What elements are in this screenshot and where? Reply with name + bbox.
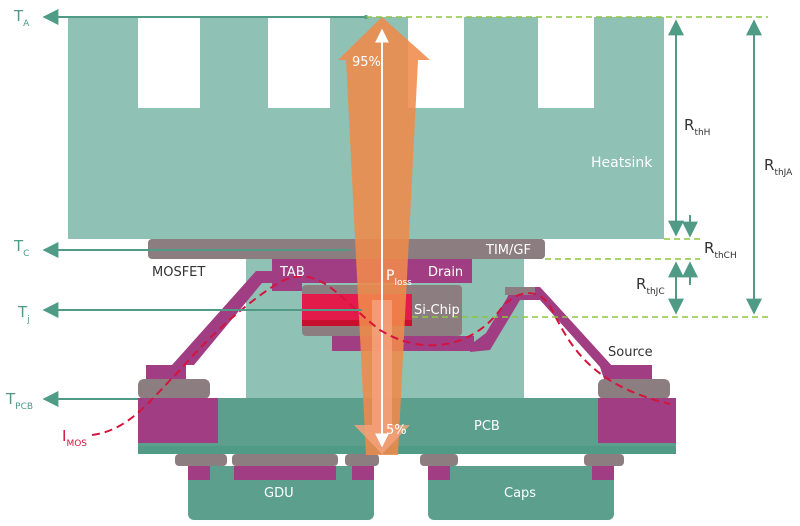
si-chip-edge xyxy=(302,320,412,326)
gdu-pad-3 xyxy=(345,454,379,466)
label-tab: TAB xyxy=(279,265,305,280)
label-pct-down: 5% xyxy=(386,423,407,438)
label-heatsink: Heatsink xyxy=(591,155,653,171)
heatsink-slot-4 xyxy=(538,17,594,108)
label-drain: Drain xyxy=(428,265,463,280)
label-mosfet: MOSFET xyxy=(152,265,205,280)
caps-pin-1 xyxy=(428,466,450,480)
gdu-pad-1 xyxy=(175,454,227,466)
right-lead-bump xyxy=(505,287,535,295)
gdu-pin-1 xyxy=(188,466,210,480)
left-pad-purple xyxy=(138,398,218,443)
pcb xyxy=(138,398,676,454)
gdu-pin-2 xyxy=(234,466,336,480)
heatsink-slot-1 xyxy=(138,17,200,108)
gdu-pin-3 xyxy=(352,466,374,480)
label-pcb: PCB xyxy=(474,419,500,434)
level-lines xyxy=(366,16,768,318)
gdu-pad-2 xyxy=(232,454,338,466)
label-caps: Caps xyxy=(504,486,536,501)
tab-left-step xyxy=(272,283,302,291)
right-pad-gray xyxy=(598,379,670,399)
heatsink-slot-2 xyxy=(268,17,330,108)
pcb-board xyxy=(138,398,676,446)
label-pct-up: 95% xyxy=(352,55,381,70)
caps-pad-1 xyxy=(420,454,458,466)
label-tj: Tj xyxy=(17,303,30,325)
label-rthh: RthH xyxy=(684,116,710,138)
gdu-group xyxy=(175,454,379,520)
right-pad-purple xyxy=(598,398,676,443)
label-gdu: GDU xyxy=(264,486,294,501)
label-rthjc: RthJC xyxy=(636,275,665,297)
label-source: Source xyxy=(608,345,653,360)
left-lead xyxy=(172,271,276,365)
temperature-arrows xyxy=(42,9,368,407)
label-tpcb: TPCB xyxy=(5,390,33,412)
heat-flow-up-arrow xyxy=(338,17,430,455)
caps-pad-2 xyxy=(584,454,624,466)
label-rthch: RthCH xyxy=(704,239,737,261)
left-lead-foot xyxy=(146,365,186,379)
caps-group xyxy=(420,454,624,520)
label-ta: TA xyxy=(13,7,30,29)
imos-current-path xyxy=(91,275,671,436)
label-rthja: RthJA xyxy=(764,156,793,178)
left-pad-gray xyxy=(138,379,210,399)
caps-block xyxy=(428,466,614,520)
label-sichip: Si-Chip xyxy=(414,303,460,318)
label-tim: TIM/GF xyxy=(485,243,531,258)
label-ploss: Ploss xyxy=(386,268,412,288)
right-lead xyxy=(470,287,624,379)
label-imos: IMOS xyxy=(62,427,87,449)
caps-pin-2 xyxy=(592,466,614,480)
label-tc: TC xyxy=(13,237,29,259)
resistance-arrows xyxy=(668,19,762,315)
pcb-bottom-strip xyxy=(138,446,676,454)
